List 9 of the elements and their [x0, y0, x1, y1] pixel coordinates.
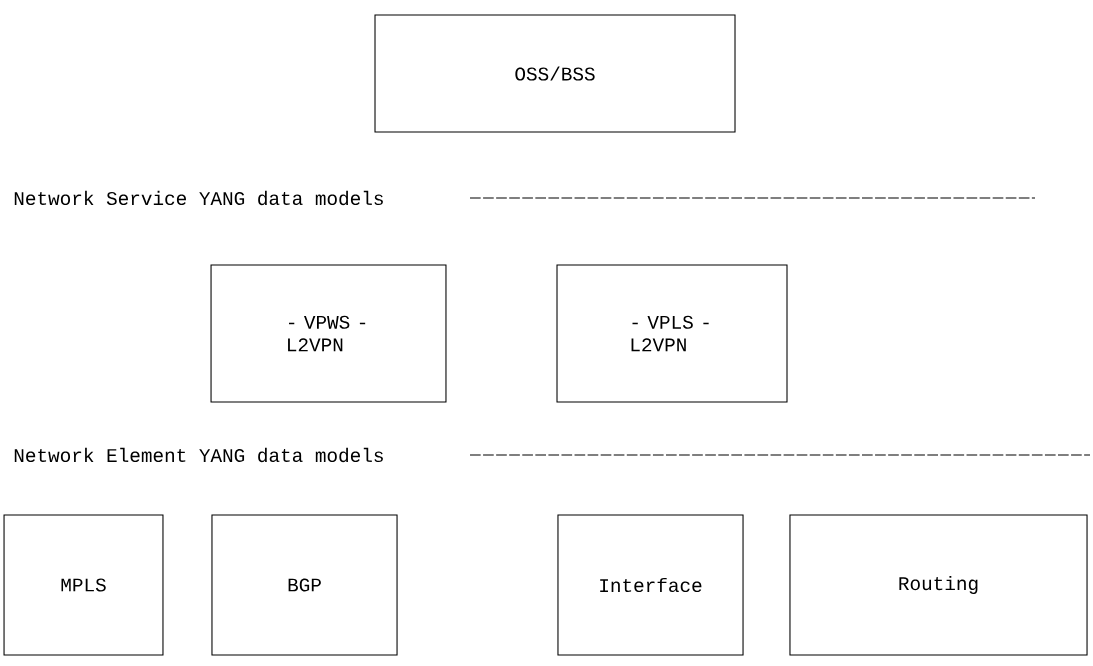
model-box: - VPWS - L2VPN: [210, 264, 447, 403]
section-label: Network Element YANG data models: [14, 447, 383, 463]
model-box: BGP: [211, 514, 398, 656]
section-label: Network Service YANG data models: [14, 190, 383, 206]
model-box: - VPLS - L2VPN: [556, 264, 788, 403]
model-box: Interface: [557, 514, 744, 656]
model-box: MPLS: [3, 514, 164, 656]
model-box: Routing: [789, 514, 1088, 656]
model-box: OSS/BSS: [374, 14, 736, 133]
